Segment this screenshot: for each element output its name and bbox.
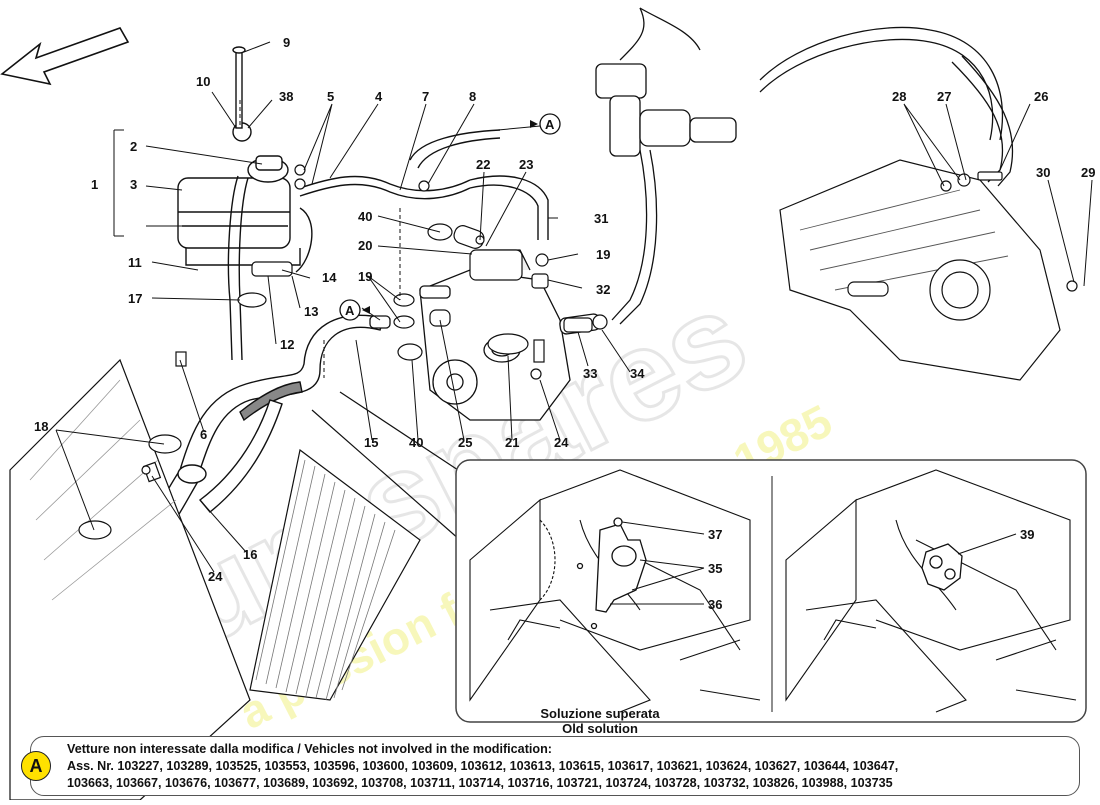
callout-label: 13 [304, 304, 318, 319]
callout-label: 40 [409, 435, 423, 450]
coolant-hoses [227, 129, 549, 361]
callout-label: 37 [708, 527, 722, 542]
detail-connectors [311, 391, 461, 541]
callout-label: 12 [280, 337, 294, 352]
callout-label: 16 [243, 547, 257, 562]
callout-label: 7 [422, 89, 429, 104]
old-solution-label-it: Soluzione superata [540, 706, 660, 721]
callout-label: 33 [583, 366, 597, 381]
note-line-2: Ass. Nr. 103227, 103289, 103525, 103553,… [67, 759, 899, 773]
callout-label: 34 [630, 366, 645, 381]
detail-inset: Soluzione superata Old solution [455, 459, 1087, 736]
callout-label: 26 [1034, 89, 1048, 104]
intake-manifold [779, 159, 1078, 381]
callout-label: 1 [91, 177, 98, 192]
callout-label: 19 [358, 269, 372, 284]
reference-a-badge: A [539, 113, 561, 135]
callout-labels: 9 10 38 5 4 7 8 A 28 27 26 2 1 3 22 23 3… [34, 35, 1095, 612]
leader-lines [55, 41, 1093, 605]
callout-label: 39 [1020, 527, 1034, 542]
note-badge: A [21, 751, 51, 781]
direction-arrow-icon [0, 27, 130, 86]
small-fittings [78, 164, 1003, 540]
callout-label: 3 [130, 177, 137, 192]
callout-label: 35 [708, 561, 722, 576]
callout-label: 23 [519, 157, 533, 172]
callout-label: 5 [327, 89, 334, 104]
callout-label: 19 [596, 247, 610, 262]
callout-label: 15 [364, 435, 378, 450]
callout-label: 17 [128, 291, 142, 306]
callout-label: 24 [208, 569, 223, 584]
callout-label: 32 [596, 282, 610, 297]
callout-label: 11 [128, 255, 142, 270]
bracket-part-new [921, 543, 963, 591]
note-line-3: 103663, 103667, 103676, 103677, 103689, … [67, 776, 893, 790]
callout-label: 28 [892, 89, 906, 104]
callout-label: 25 [458, 435, 472, 450]
note-line-1: Vetture non interessate dalla modifica /… [67, 742, 552, 756]
valve-assembly [595, 7, 1014, 325]
callout-label: 18 [34, 419, 48, 434]
callout-label: 14 [322, 270, 337, 285]
expansion-tank [177, 46, 301, 266]
callout-label: 36 [708, 597, 722, 612]
callout-label: 6 [200, 427, 207, 442]
callout-label: 20 [358, 238, 372, 253]
callout-label: 30 [1036, 165, 1050, 180]
callout-label: 10 [196, 74, 210, 89]
callout-label: 4 [375, 89, 383, 104]
callout-label: 24 [554, 435, 569, 450]
callout-label: 2 [130, 139, 137, 154]
reference-dashes [239, 100, 401, 378]
callout-label: 31 [594, 211, 608, 226]
callout-label: 9 [283, 35, 290, 50]
callout-label: 27 [937, 89, 951, 104]
reference-a-badge: A [339, 299, 361, 321]
callout-label: 40 [358, 209, 372, 224]
callout-label: 8 [469, 89, 476, 104]
old-solution-label-en: Old solution [562, 721, 638, 736]
note-text: Vetture non interessate dalla modifica /… [67, 741, 1071, 792]
callout-label: 38 [279, 89, 293, 104]
callout-label: A [545, 117, 555, 132]
callout-label: 21 [505, 435, 519, 450]
modification-note: A Vetture non interessate dalla modifica… [21, 736, 1080, 796]
callout-label: 22 [476, 157, 490, 172]
callout-label: 29 [1081, 165, 1095, 180]
reference-arrows [362, 120, 538, 314]
callout-label: A [345, 303, 355, 318]
